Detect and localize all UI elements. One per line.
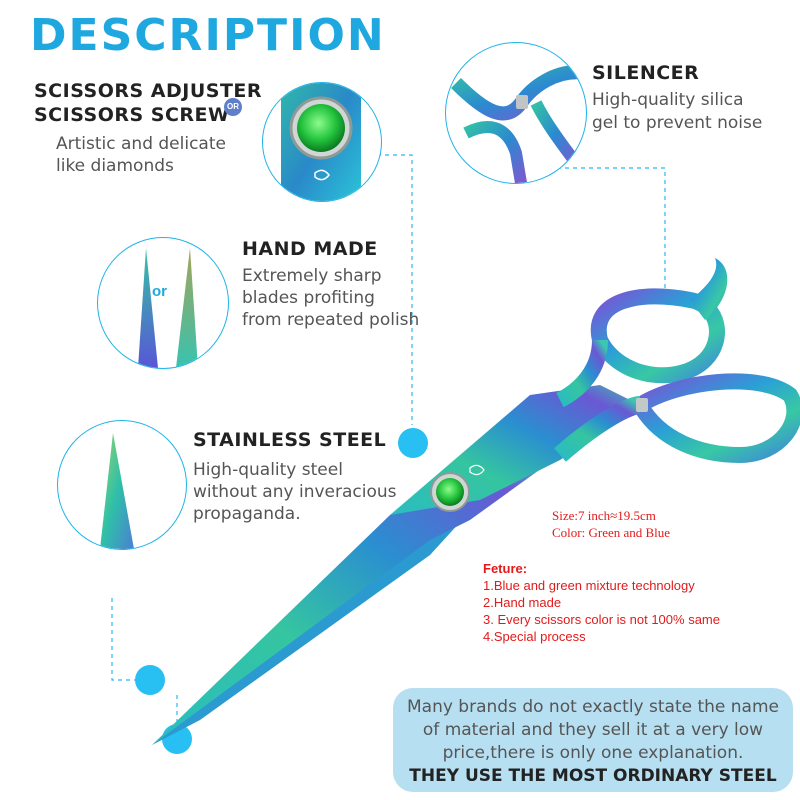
steel-closeup (57, 420, 187, 550)
adjuster-title-line1: SCISSORS ADJUSTER (34, 80, 263, 102)
callout-dot-handmade (398, 428, 428, 458)
adjuster-desc-line2: like diamonds (56, 156, 174, 176)
page-title: DESCRIPTION (30, 10, 386, 61)
silencer-title: SILENCER (592, 62, 700, 84)
feature-heading: Feture: (483, 561, 528, 576)
info-panel-text: Many brands do not exactly state the nam… (405, 696, 781, 765)
adjuster-desc-line1: Artistic and delicate (56, 134, 226, 154)
steel-desc-line2: without any inveracious (193, 482, 397, 502)
feature-list: Feture: 1.Blue and green mixture technol… (483, 560, 720, 645)
adjuster-title-line2: SCISSORS SCREW (34, 104, 230, 126)
steel-desc-line3: propaganda. (193, 504, 301, 524)
info-line: Many brands do not exactly state the nam… (406, 697, 779, 717)
feature-item: 4.Special process (483, 629, 586, 644)
feature-item: 1.Blue and green mixture technology (483, 578, 695, 593)
steel-desc-line1: High-quality steel (193, 460, 343, 480)
info-line: of material and they sell it at a very l… (422, 720, 764, 740)
handmade-desc-line3: from repeated polish (242, 310, 420, 330)
adjuster-closeup (262, 82, 382, 202)
info-panel: Many brands do not exactly state the nam… (393, 688, 793, 792)
handmade-desc-line1: Extremely sharp (242, 266, 382, 286)
steel-blade-image (100, 433, 134, 549)
blade-tip-closeup (97, 237, 229, 369)
blade-tips-image (138, 248, 198, 368)
info-panel-emphasis: THEY USE THE MOST ORDINARY STEEL (409, 766, 777, 786)
handmade-title: HAND MADE (242, 238, 378, 260)
spec-size: Size:7 inch≈19.5cm (552, 508, 656, 523)
silencer-closeup (445, 42, 587, 184)
handmade-desc-line2: blades profiting (242, 288, 375, 308)
or-badge: OR (224, 98, 242, 116)
spec-color: Color: Green and Blue (552, 525, 671, 540)
silencer-desc-line2: gel to prevent noise (592, 113, 763, 133)
feature-item: 3. Every scissors color is not 100% same (483, 612, 720, 627)
adjuster-screw-image (281, 83, 361, 201)
info-line: price,there is only one explanation. (442, 743, 744, 763)
steel-title: STAINLESS STEEL (193, 429, 387, 451)
callout-dot-steel (135, 665, 165, 695)
feature-item: 2.Hand made (483, 595, 562, 610)
blade-or-label: or (152, 283, 167, 300)
silencer-desc-line1: High-quality silica (592, 90, 744, 110)
